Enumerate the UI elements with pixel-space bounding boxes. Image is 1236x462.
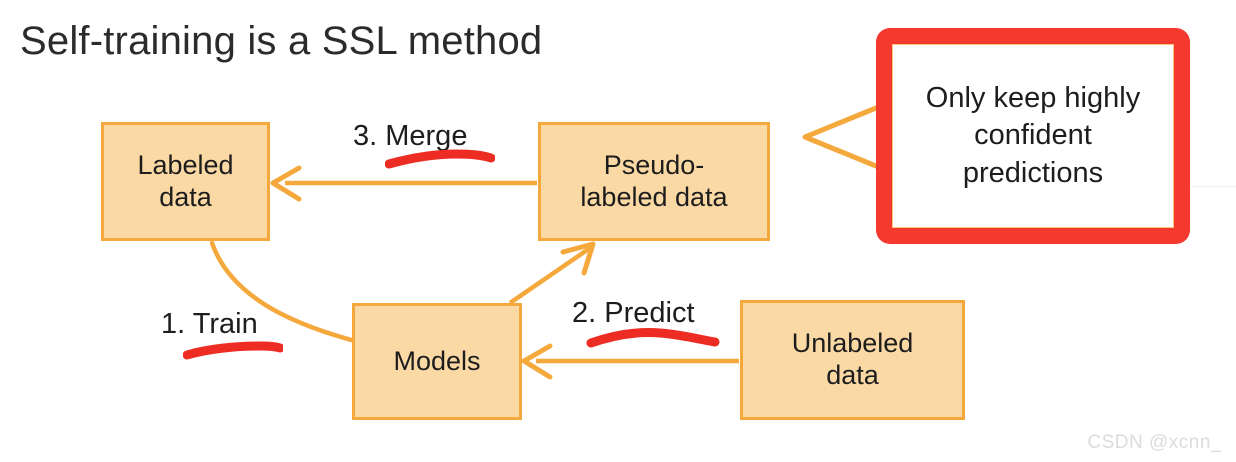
watermark: CSDN @xcnn_ bbox=[1087, 432, 1222, 453]
callout-text: Only keep highly confident predictions bbox=[892, 44, 1174, 228]
step-label-predict: 2. Predict bbox=[572, 297, 695, 329]
node-pseudo-labeled-data[interactable]: Pseudo-labeled data bbox=[538, 122, 770, 241]
page-title: Self-training is a SSL method bbox=[20, 19, 543, 63]
arrow-merge bbox=[270, 165, 537, 202]
red-underline-predict bbox=[586, 328, 720, 348]
step-label-merge: 3. Merge bbox=[353, 120, 468, 152]
node-models[interactable]: Models bbox=[352, 303, 522, 420]
callout-pointer bbox=[802, 105, 879, 169]
node-label: Models bbox=[393, 345, 481, 376]
step-label-train: 1. Train bbox=[161, 308, 258, 340]
node-label: Pseudo-labeled data bbox=[580, 149, 728, 212]
callout-box[interactable]: Only keep highly confident predictions bbox=[876, 28, 1190, 244]
arrow-predict bbox=[521, 343, 739, 380]
arrow-models-to-pseudo bbox=[508, 241, 596, 305]
red-underline-train bbox=[183, 341, 283, 360]
